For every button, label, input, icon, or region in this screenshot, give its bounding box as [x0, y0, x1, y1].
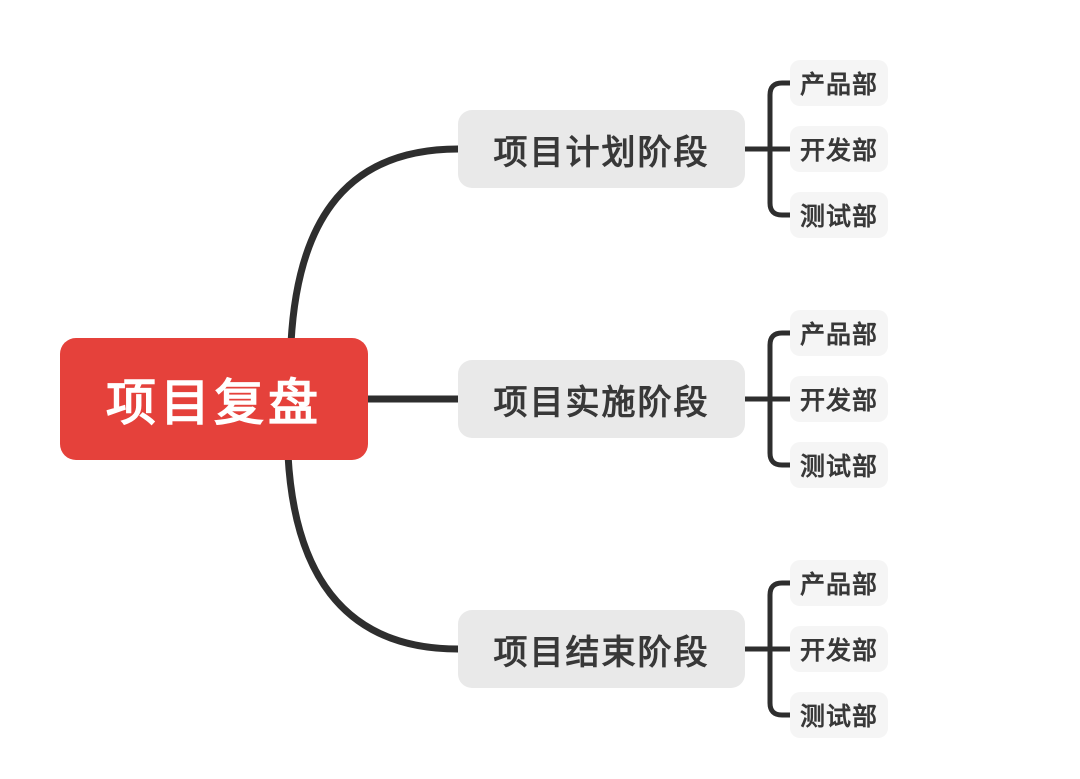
- child-node-implement-dev[interactable]: 开发部: [790, 376, 888, 422]
- connector-implement-children-trunk: [767, 330, 793, 468]
- child-node-implement-test[interactable]: 测试部: [790, 442, 888, 488]
- branch-node-implement[interactable]: 项目实施阶段: [458, 360, 745, 438]
- connector-planning-children-trunk: [767, 80, 793, 218]
- child-node-end-dev[interactable]: 开发部: [790, 626, 888, 672]
- child-node-implement-product[interactable]: 产品部: [790, 310, 888, 356]
- child-node-planning-dev[interactable]: 开发部: [790, 126, 888, 172]
- connector-end-children-trunk: [767, 580, 793, 718]
- connector-root-to-planning: [287, 145, 462, 347]
- root-node[interactable]: 项目复盘: [60, 338, 368, 460]
- child-node-end-product[interactable]: 产品部: [790, 560, 888, 606]
- branch-node-planning[interactable]: 项目计划阶段: [458, 110, 745, 188]
- child-node-planning-product[interactable]: 产品部: [790, 60, 888, 106]
- connector-root-to-end: [284, 451, 462, 653]
- child-node-planning-test[interactable]: 测试部: [790, 192, 888, 238]
- branch-node-end[interactable]: 项目结束阶段: [458, 610, 745, 688]
- child-node-end-test[interactable]: 测试部: [790, 692, 888, 738]
